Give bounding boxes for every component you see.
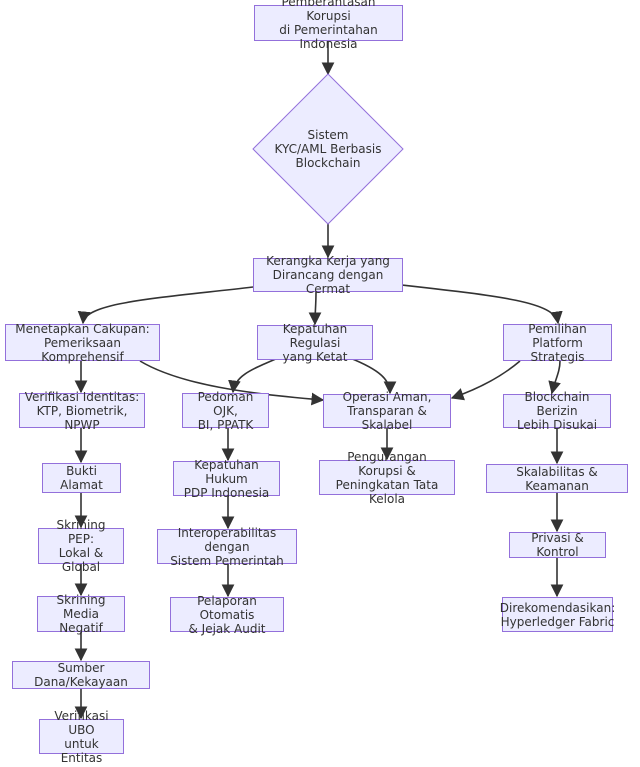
edge-platform-to-permissioned — [548, 360, 561, 395]
node-guidelines: Pedoman OJK, BI, PPATK — [182, 390, 269, 432]
edge-framework-to-platform — [401, 284, 563, 325]
node-identity: Verifikasi Identitas: KTP, Biometrik, NP… — [19, 390, 145, 432]
node-permissioned: Blockchain Berizin Lebih Disukai — [503, 390, 611, 432]
edge-framework-to-compliance — [308, 291, 322, 326]
decision-diamond-shape — [252, 73, 404, 225]
node-interop: Interoperabilitas dengan Sistem Pemerint… — [157, 526, 297, 568]
node-top: Pemberantasan Korupsi di Pemerintahan In… — [254, 0, 403, 51]
node-pep: Skrining PEP: Lokal & Global — [38, 518, 124, 574]
edge-compliance-to-operations — [349, 357, 397, 395]
edge-platform-to-operations — [450, 360, 521, 401]
node-operations: Operasi Aman, Transparan & Skalabel — [323, 390, 451, 432]
node-pdp: Kepatuhan Hukum PDP Indonesia — [173, 458, 280, 500]
node-media: Skrining Media Negatif — [37, 593, 125, 635]
node-funds: Sumber Dana/Kekayaan — [12, 661, 150, 689]
edge-framework-to-scope — [77, 286, 254, 325]
node-privacy: Privasi & Kontrol — [509, 531, 606, 559]
node-scope: Menetapkan Cakupan: Pemeriksaan Komprehe… — [5, 322, 160, 364]
node-address: Bukti Alamat — [42, 463, 121, 493]
node-hyperledger: Direkomendasikan: Hyperledger Fabric — [500, 597, 615, 632]
node-compliance: Kepatuhan Regulasi yang Ketat — [257, 322, 373, 364]
node-scalability: Skalabilitas & Keamanan — [486, 464, 628, 493]
node-platform: Pemilihan Platform Strategis — [503, 322, 612, 364]
edge-compliance-to-guidelines — [228, 357, 279, 394]
edge-scope-to-operations — [139, 360, 325, 406]
node-framework: Kerangka Kerja yang Dirancang dengan Cer… — [253, 254, 403, 296]
node-reporting: Pelaporan Otomatis & Jejak Audit — [170, 594, 284, 636]
node-reduction: Pengurangan Korupsi & Peningkatan Tata K… — [319, 450, 455, 506]
node-decision: Sistem KYC/AML Berbasis Blockchain — [274, 128, 382, 170]
node-ubo: Verifikasi UBO untuk Entitas — [39, 709, 124, 765]
